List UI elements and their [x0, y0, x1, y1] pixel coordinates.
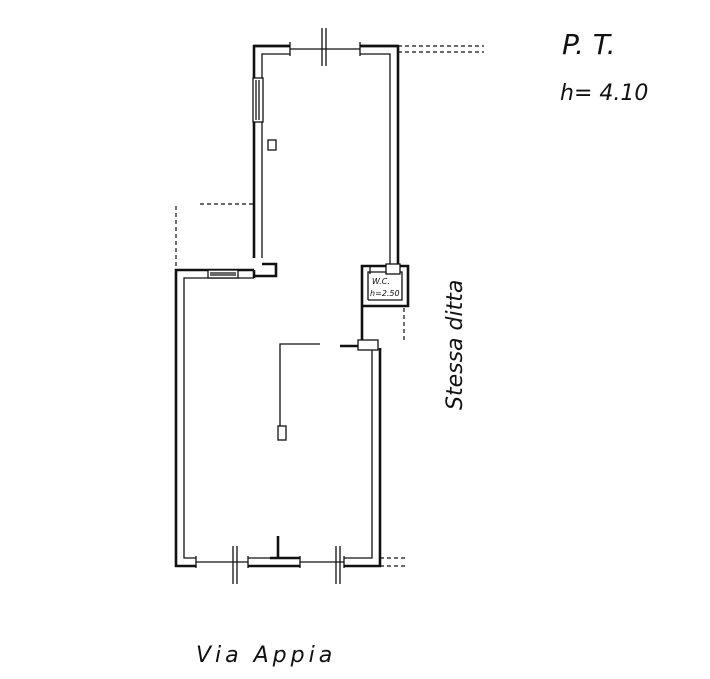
floor-label: P. T. [562, 28, 616, 61]
neighbor-label: Stessa ditta [443, 280, 468, 410]
internal-partition [277, 339, 379, 441]
wc-height-label: h=2.50 [370, 289, 400, 298]
street-label: Via Appia [196, 643, 336, 668]
wc-room [360, 263, 410, 340]
upper-window [252, 77, 264, 123]
upper-room-walls [252, 44, 400, 278]
lower-room-walls [174, 268, 382, 568]
top-opening [254, 28, 398, 66]
lower-window [207, 269, 239, 279]
upper-pillar [267, 139, 277, 151]
height-label: h= 4.10 [560, 81, 648, 106]
bottom-openings [195, 536, 345, 584]
wc-label: W.C. [372, 277, 390, 286]
